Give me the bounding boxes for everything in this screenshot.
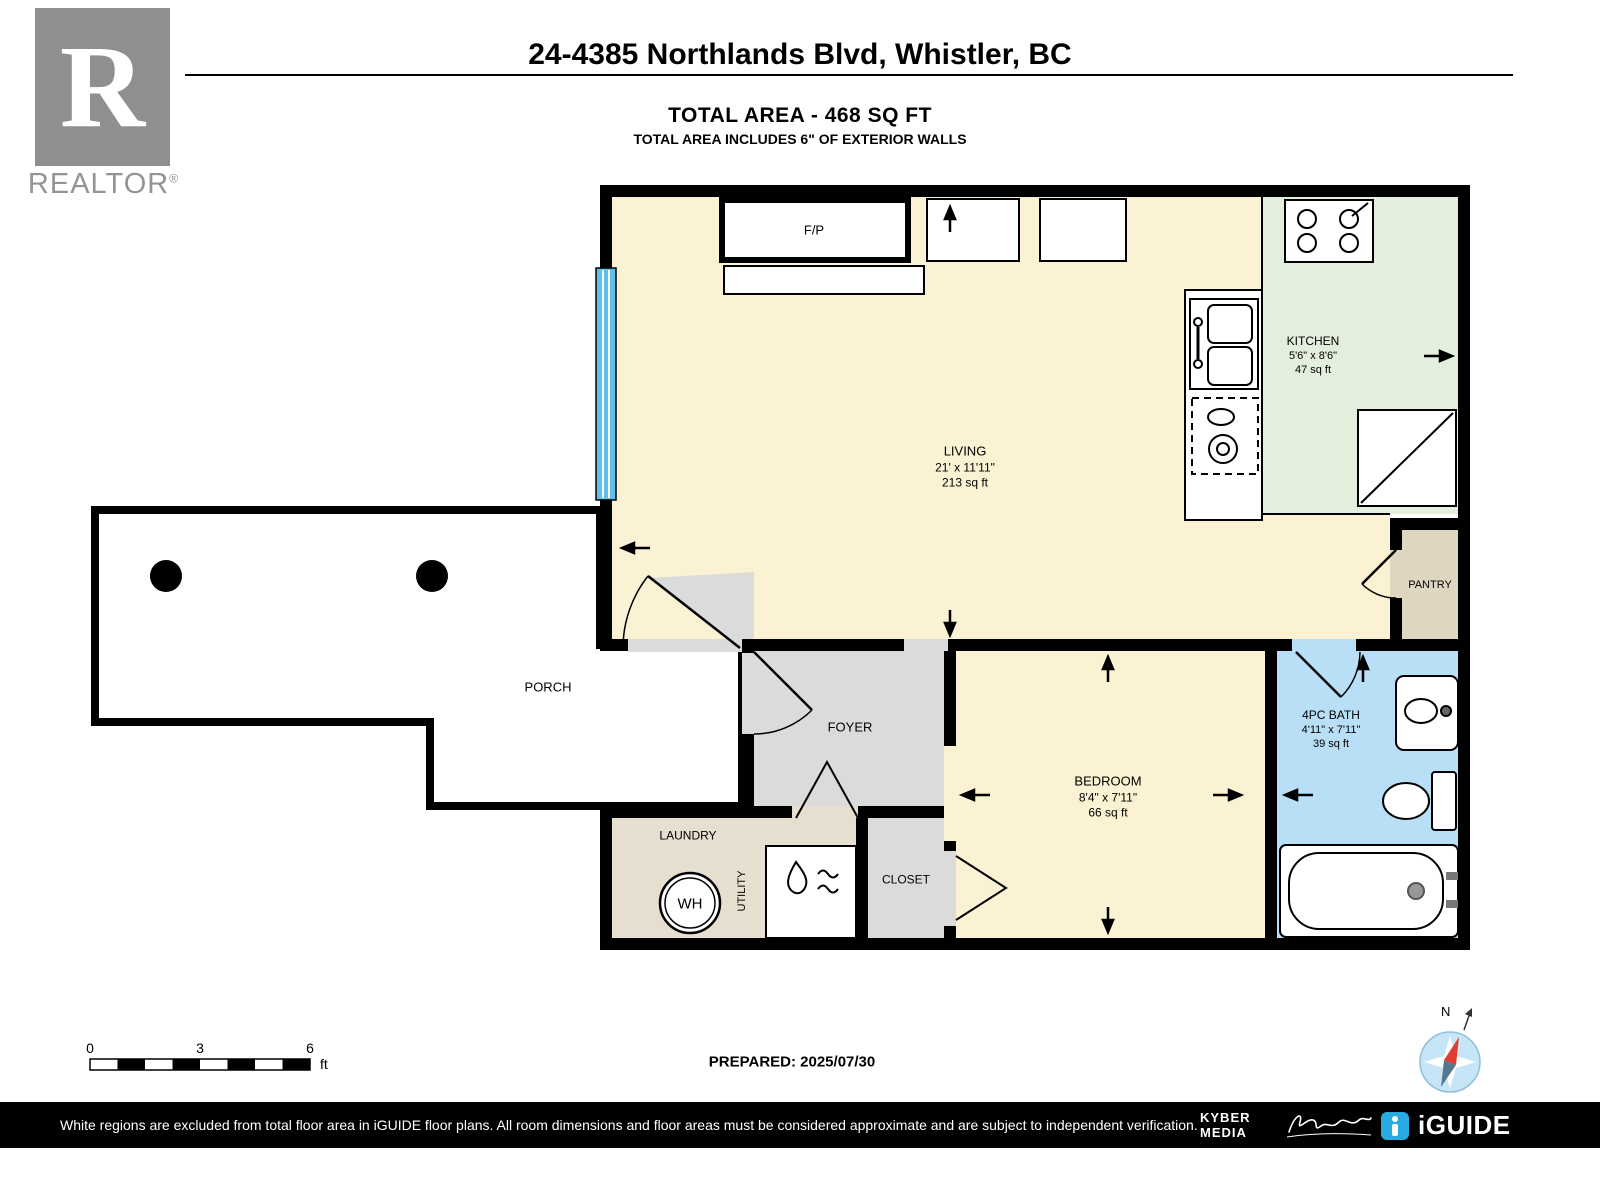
scale-tick-0: 0 bbox=[86, 1040, 94, 1056]
dimension-arrow bbox=[1356, 653, 1370, 682]
bathtub-icon bbox=[1279, 844, 1459, 938]
room-area: 47 sq ft bbox=[1294, 364, 1332, 377]
foyer-floor bbox=[754, 651, 944, 806]
page-title: 24-4385 Northlands Blvd, Whistler, BC bbox=[528, 38, 1072, 71]
realtor-wordmark: REALTOR® bbox=[27, 168, 180, 200]
room-dims: 5'6" x 8'6" bbox=[1288, 350, 1338, 363]
room-label-bath: 4PC BATH 4'11" x 7'11" 39 sq ft bbox=[1302, 708, 1361, 752]
footer-bar: White regions are excluded from total fl… bbox=[0, 1102, 1600, 1148]
compass-icon bbox=[1419, 1008, 1481, 1093]
room-area: 39 sq ft bbox=[1312, 738, 1350, 751]
dimension-arrows bbox=[618, 203, 1456, 936]
room-area: 213 sq ft bbox=[941, 475, 989, 490]
closet-bifold-door bbox=[955, 855, 1008, 921]
dimension-arrow bbox=[1213, 788, 1245, 802]
dimension-arrow bbox=[943, 203, 957, 232]
window bbox=[595, 267, 617, 501]
dishwasher-icon bbox=[1191, 397, 1259, 475]
room-label-closet: CLOSET bbox=[881, 872, 931, 887]
scale-bar bbox=[89, 1058, 311, 1071]
realtor-logo: R bbox=[35, 8, 170, 166]
laundry-bifold-door bbox=[795, 759, 859, 819]
dimension-arrow bbox=[958, 788, 990, 802]
washer-icon bbox=[765, 845, 857, 939]
fireplace-label: F/P bbox=[803, 222, 825, 238]
room-label-laundry: LAUNDRY bbox=[659, 828, 717, 843]
room-dims: 21' x 11'11" bbox=[935, 459, 995, 474]
room-dims: 4'11" x 7'11" bbox=[1301, 724, 1361, 737]
realtor-logo-letter: R bbox=[59, 21, 146, 152]
prepared-date: PREPARED: 2025/07/30 bbox=[708, 1053, 876, 1071]
title-divider bbox=[185, 74, 1513, 76]
fireplace-hearth bbox=[723, 265, 925, 295]
porch-post bbox=[150, 560, 182, 592]
utility-label: UTILITY bbox=[735, 870, 748, 912]
room-name: 4PC BATH bbox=[1302, 708, 1360, 723]
walls bbox=[600, 185, 1470, 950]
fridge-icon bbox=[1357, 409, 1457, 507]
dimension-arrow bbox=[943, 610, 957, 639]
dimension-arrow bbox=[618, 541, 650, 555]
dimension-arrow bbox=[1101, 907, 1115, 936]
scale-tick-3: 3 bbox=[196, 1040, 204, 1056]
room-label-foyer: FOYER bbox=[827, 719, 873, 735]
room-label-porch: PORCH bbox=[524, 679, 572, 695]
room-label-bedroom: BEDROOM 8'4" x 7'11" 66 sq ft bbox=[1074, 773, 1141, 820]
porch-post bbox=[416, 560, 448, 592]
room-name: BEDROOM bbox=[1074, 773, 1142, 789]
total-area-label: TOTAL AREA - 468 SQ FT bbox=[668, 104, 932, 127]
toilet-icon bbox=[1382, 771, 1457, 831]
pantry-floor bbox=[1402, 530, 1458, 639]
top-cabinet bbox=[1039, 198, 1127, 262]
door-swings bbox=[622, 549, 1397, 921]
dimension-arrow bbox=[1424, 349, 1456, 363]
water-heater-icon bbox=[658, 871, 722, 935]
room-label-kitchen: KITCHEN 5'6" x 8'6" 47 sq ft bbox=[1287, 334, 1340, 378]
iguide-logo-text: iGUIDE bbox=[1418, 1110, 1511, 1140]
room-area: 66 sq ft bbox=[1088, 805, 1128, 820]
scale-unit: ft bbox=[320, 1056, 328, 1072]
room-name: LIVING bbox=[943, 443, 987, 459]
foyer-entry-door bbox=[753, 651, 813, 735]
disclaimer-text: White regions are excluded from total fl… bbox=[60, 1117, 1198, 1133]
dimension-arrow bbox=[1101, 653, 1115, 682]
water-heater-label: WH bbox=[677, 895, 703, 913]
room-floors bbox=[612, 197, 1458, 938]
room-dims: 8'4" x 7'11" bbox=[1078, 789, 1138, 804]
fireplace-box bbox=[719, 197, 911, 263]
north-label: N bbox=[1441, 1004, 1451, 1019]
top-cabinet bbox=[926, 198, 1020, 262]
kyber-media-logo: KYBER MEDIA bbox=[1200, 1110, 1251, 1140]
room-name: KITCHEN bbox=[1286, 334, 1340, 349]
pantry-door bbox=[1361, 549, 1397, 599]
room-label-living: LIVING 21' x 11'11" 213 sq ft bbox=[935, 443, 995, 490]
room-label-pantry: PANTRY bbox=[1408, 578, 1452, 591]
bath-door bbox=[1295, 651, 1361, 698]
iguide-logo: iGUIDE bbox=[1380, 1110, 1511, 1141]
living-entry-door bbox=[622, 575, 741, 649]
vanity-sink-icon bbox=[1395, 675, 1459, 751]
closet-floor bbox=[868, 818, 944, 938]
sink-icon bbox=[1189, 298, 1259, 390]
registered-symbol: ® bbox=[169, 171, 180, 186]
stove-icon bbox=[1284, 199, 1374, 263]
dimension-arrow bbox=[1281, 788, 1313, 802]
photographer-signature bbox=[1283, 1108, 1375, 1142]
iguide-logo-icon bbox=[1381, 1111, 1409, 1140]
total-area-note: TOTAL AREA INCLUDES 6" OF EXTERIOR WALLS bbox=[633, 131, 967, 147]
scale-tick-6: 6 bbox=[306, 1040, 314, 1056]
